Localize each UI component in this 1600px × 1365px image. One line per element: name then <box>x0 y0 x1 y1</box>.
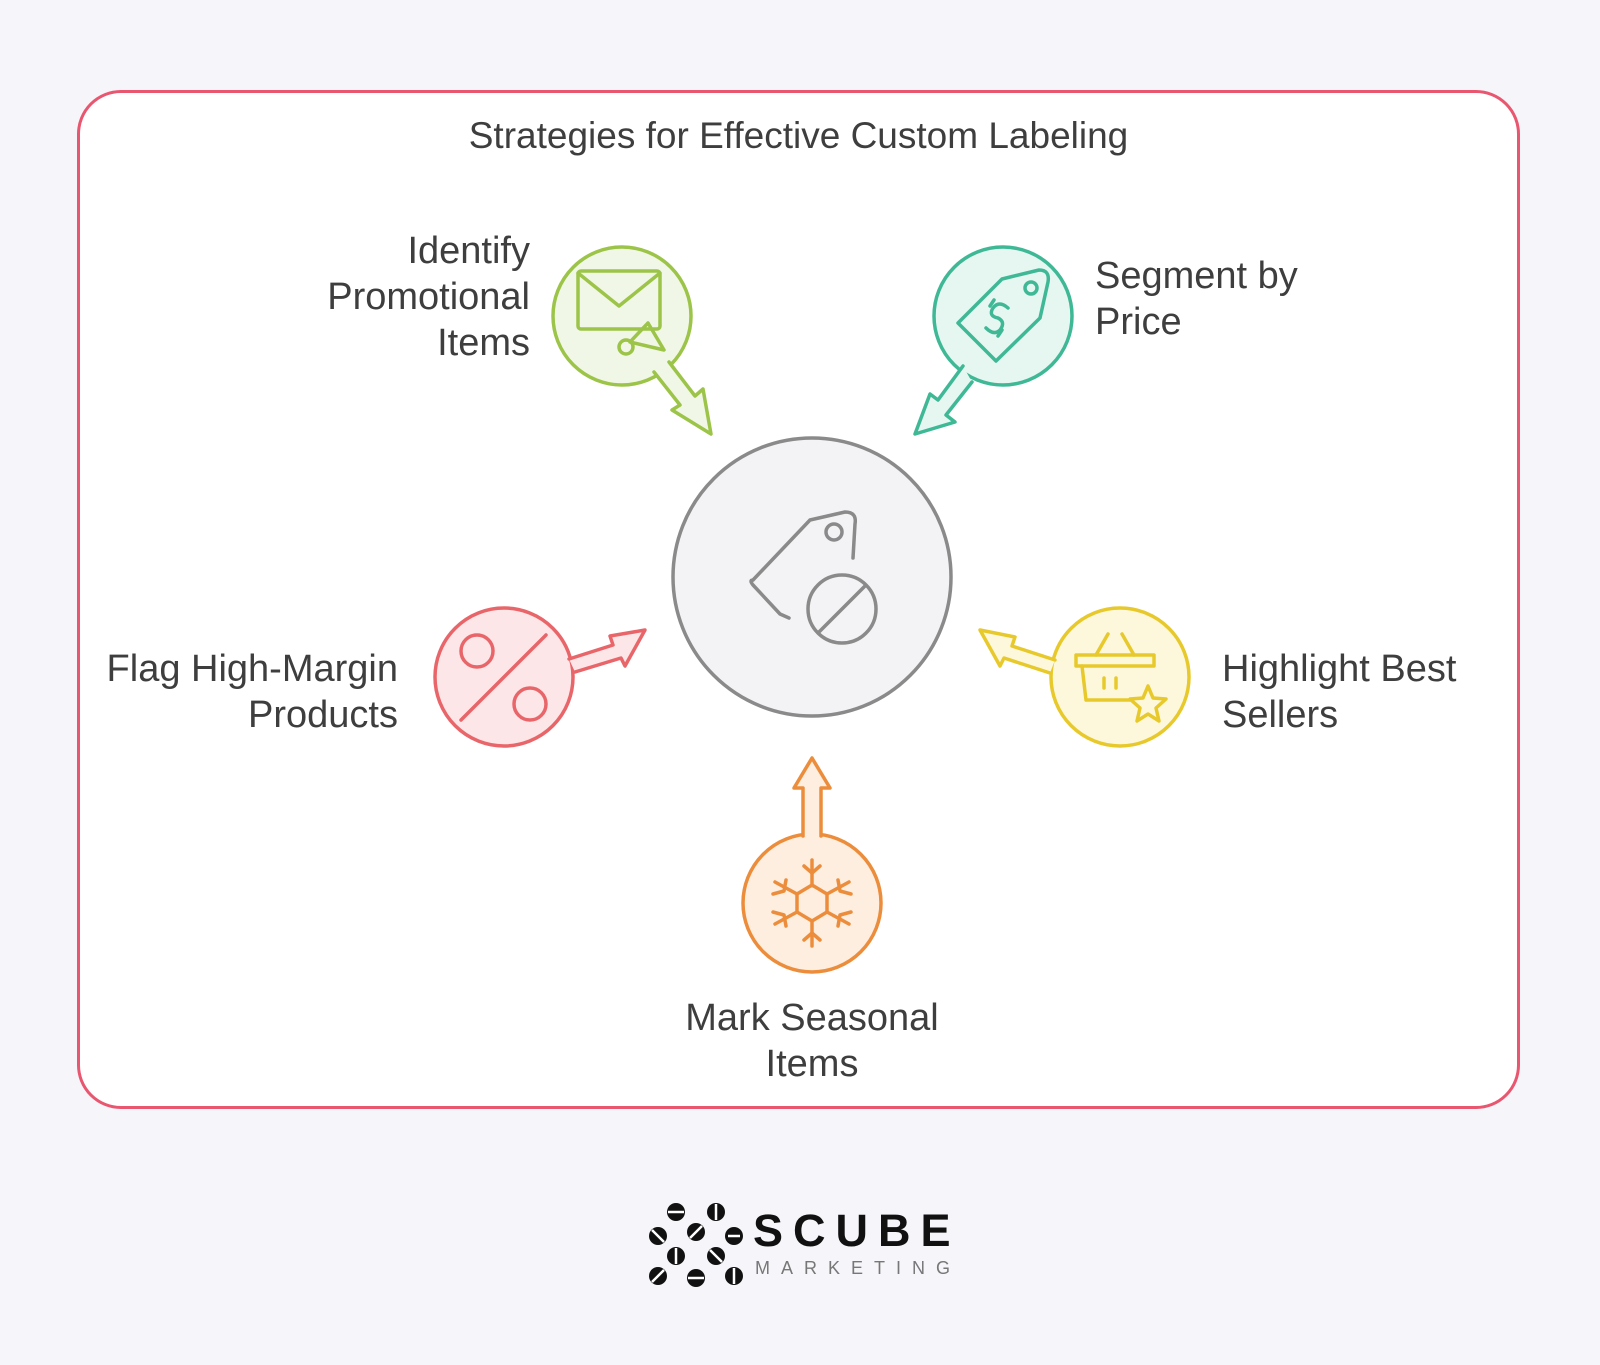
node-flag-high-margin <box>433 606 647 748</box>
label-flag-high-margin: Flag High-Margin Products <box>106 648 398 736</box>
label-mark-seasonal: Mark Seasonal Items <box>685 997 939 1085</box>
mail-megaphone-icon <box>576 269 666 356</box>
diagram-title: Strategies for Effective Custom Labeling <box>468 115 1129 156</box>
node-segment-price <box>913 245 1074 436</box>
center-hub <box>671 436 953 718</box>
node-highlight-best-sellers <box>978 606 1191 748</box>
label-identify-promotional: Identify Promotional Items <box>327 230 530 364</box>
snowflake-icon <box>771 858 853 948</box>
basket-star-icon <box>1074 632 1168 723</box>
label-highlight-best-sellers: Highlight Best Sellers <box>1222 648 1457 736</box>
label-segment-price: Segment by Price <box>1095 255 1298 343</box>
logo-brand: SCUBE <box>753 1205 961 1256</box>
price-tag-dollar-icon <box>956 268 1051 363</box>
tag-with-no-entry-icon <box>749 510 878 645</box>
logo-tagline: MARKETING <box>755 1258 962 1278</box>
node-mark-seasonal <box>741 756 883 974</box>
percent-icon <box>459 633 548 722</box>
scube-logo-icon <box>649 1203 743 1287</box>
node-identify-promotional <box>551 245 713 436</box>
